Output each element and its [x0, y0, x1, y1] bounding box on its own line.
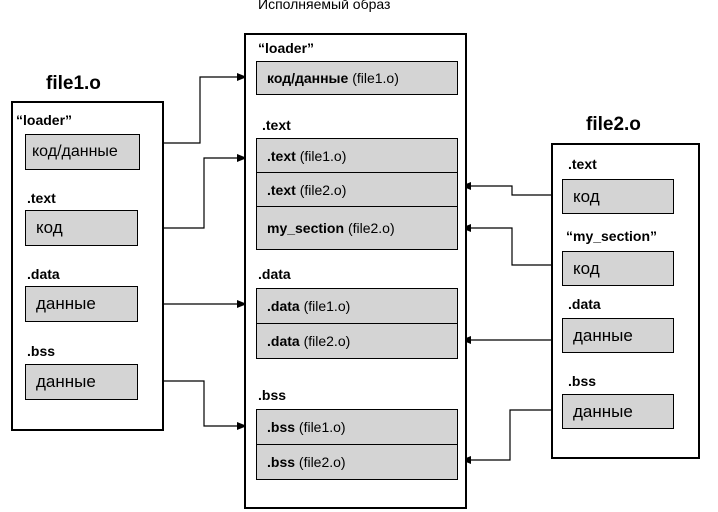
arrow-file2-text: [461, 182, 553, 196]
file1-loader-label: “loader”: [16, 112, 73, 128]
file1-text-box: код: [25, 210, 138, 246]
row-section-name: .bss: [267, 419, 296, 435]
executable-image-caption: Исполняемый образ: [258, 0, 391, 12]
image-text-label: .text: [262, 117, 291, 133]
row-section-name: my_section: [267, 220, 345, 236]
image-bss-row: .bss (file2.o): [256, 444, 458, 480]
file1-data-box: данные: [25, 286, 138, 322]
arrow-file1-bss: [164, 380, 247, 430]
file2-text-box: код: [562, 179, 674, 214]
file1-title: file1.o: [46, 73, 101, 94]
row-section-name: .bss: [267, 454, 296, 470]
image-text-row: .text (file2.o): [256, 172, 458, 207]
row-source-file: (file1.o): [299, 147, 347, 164]
file2-bss-label: .bss: [568, 373, 597, 389]
file2-text-label: .text: [568, 156, 597, 172]
row-section-name: .text: [267, 181, 296, 198]
file2-my-section-label: “my_section”: [566, 228, 658, 244]
row-source-file: (file1.o): [298, 419, 346, 435]
row-source-file: (file2.o): [298, 454, 346, 470]
arrow-file2-bss: [461, 409, 553, 464]
image-text-row: .text (file1.o): [256, 138, 458, 173]
row-section-name: .data: [267, 333, 300, 349]
file2-bss-box: данные: [562, 394, 674, 429]
image-data-row: .data (file2.o): [256, 323, 458, 359]
file2-data-box: данные: [562, 318, 674, 353]
row-section-name: .text: [267, 147, 296, 164]
image-loader-box-src: (file1.o): [352, 70, 399, 86]
row-source-file: (file2.o): [303, 333, 351, 349]
file1-loader-box: код/данные: [25, 134, 140, 170]
row-source-file: (file2.o): [299, 181, 347, 198]
file1-text-label: .text: [27, 190, 56, 206]
image-bss-label: .bss: [258, 387, 287, 403]
image-data-label: .data: [258, 266, 291, 282]
arrow-file1-loader: [164, 73, 247, 144]
file1-data-label: .data: [27, 266, 60, 282]
image-bss-row: .bss (file1.o): [256, 409, 458, 445]
arrow-file1-text: [164, 154, 247, 229]
file2-data-label: .data: [568, 296, 601, 312]
image-loader-box: код/данные (file1.o): [256, 61, 458, 95]
arrow-file2-mysection: [461, 224, 553, 266]
file1-bss-label: .bss: [27, 343, 56, 359]
image-loader-label: “loader”: [258, 40, 315, 56]
row-source-file: (file2.o): [347, 220, 395, 236]
row-source-file: (file1.o): [303, 298, 351, 314]
image-text-row: my_section (file2.o): [256, 206, 458, 250]
file2-title: file2.o: [586, 114, 641, 135]
image-data-row: .data (file1.o): [256, 288, 458, 324]
row-section-name: .data: [267, 298, 300, 314]
file2-my-section-box: код: [562, 251, 674, 286]
image-loader-box-name: код/данные: [267, 70, 349, 86]
file1-bss-box: данные: [25, 364, 138, 400]
